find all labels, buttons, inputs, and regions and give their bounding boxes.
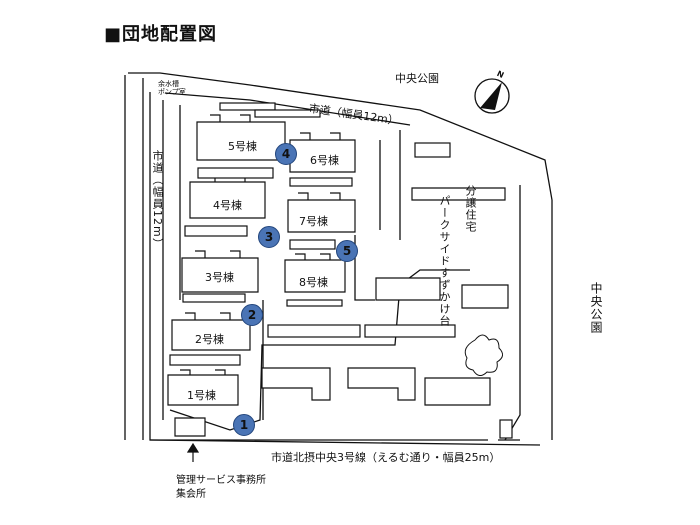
condo-block-2	[375, 277, 441, 301]
top-road-inner	[164, 92, 411, 126]
condo-label-2: パークサイドすずかけ台	[438, 195, 451, 327]
compass-arrow	[480, 82, 502, 110]
lower-block-2	[347, 367, 416, 401]
page-title: ■団地配置図	[104, 24, 218, 45]
compass-circle	[474, 78, 510, 114]
bottom-road-line	[149, 439, 541, 446]
bar-g	[182, 293, 246, 303]
lower-block-1	[261, 367, 331, 401]
top-park-label: 中央公園	[395, 72, 439, 85]
building-4-label: 4号棟	[213, 199, 242, 212]
condo-block-3	[461, 284, 509, 309]
office-arrow	[186, 442, 200, 462]
building-3	[181, 250, 259, 293]
bar-i	[169, 354, 241, 366]
building-8-label: 8号棟	[299, 276, 328, 289]
bar-f	[289, 239, 336, 250]
bar-j	[267, 324, 361, 338]
pump-label: 余水槽 ポンプ室	[158, 80, 186, 96]
office-label-1: 管理サービス事務所	[176, 475, 266, 486]
condo-block-1	[411, 187, 506, 201]
building-8	[284, 253, 346, 293]
bar-b	[254, 109, 321, 118]
bar-a	[219, 102, 276, 111]
marker-5[interactable]: 5	[336, 240, 358, 262]
bar-c	[197, 167, 274, 179]
building-1	[167, 369, 239, 406]
bar-h	[286, 299, 343, 307]
building-2-label: 2号棟	[195, 333, 224, 346]
right-road	[504, 185, 521, 441]
right-small-block	[499, 419, 513, 439]
pump-house	[414, 142, 451, 158]
marker-1[interactable]: 1	[233, 414, 255, 436]
bar-k	[364, 324, 456, 338]
left-road-label: 市道（幅員12m）	[151, 150, 164, 250]
bar-d	[289, 177, 353, 187]
right-park-label: 中央公園	[589, 282, 603, 334]
marker-2[interactable]: 2	[241, 304, 263, 326]
building-5	[196, 114, 286, 161]
bar-e	[184, 225, 248, 237]
building-7	[287, 192, 356, 233]
lower-block-3	[424, 377, 491, 406]
inner-road-2	[354, 130, 401, 301]
building-3-label: 3号棟	[205, 271, 234, 284]
office-label-2: 集会所	[176, 489, 206, 500]
marker-4[interactable]: 4	[275, 143, 297, 165]
building-2	[171, 312, 251, 351]
building-7-label: 7号棟	[299, 215, 328, 228]
office-building	[174, 417, 206, 437]
building-1-label: 1号棟	[187, 389, 216, 402]
building-6-label: 6号棟	[310, 154, 339, 167]
greenery	[464, 334, 503, 376]
marker-3[interactable]: 3	[258, 226, 280, 248]
inner-road	[162, 100, 264, 420]
bottom-road-label: 市道北摂中央3号線（えるむ通り・幅員25m）	[271, 451, 501, 464]
condo-label-1: 分譲住宅	[464, 185, 477, 233]
top-road-outer	[128, 72, 553, 440]
building-5-label: 5号棟	[228, 140, 257, 153]
